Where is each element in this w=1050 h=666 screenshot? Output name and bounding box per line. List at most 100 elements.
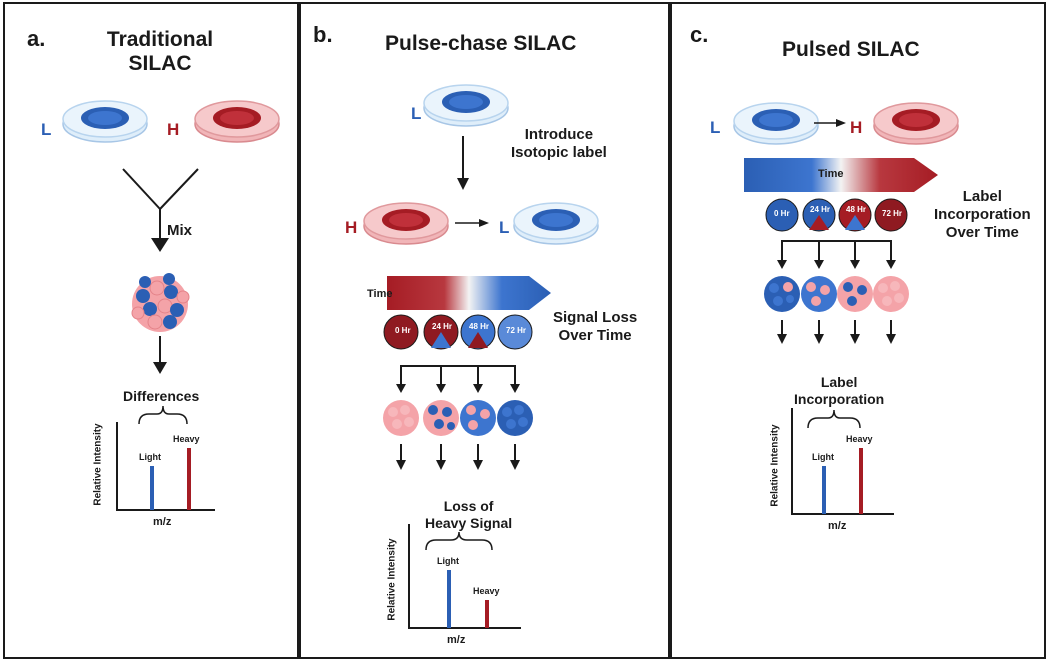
- light-label: L: [41, 120, 52, 139]
- incorp-line-1: Label: [820, 374, 858, 390]
- introduce-label: Introduce Isotopic label: [511, 126, 607, 162]
- light-dish-top: [423, 84, 509, 127]
- result-arrows: [777, 320, 896, 344]
- title-line-2: SILAC: [128, 52, 192, 75]
- panel-a-graphics: [62, 100, 280, 511]
- introduce-arrow-head: [457, 178, 469, 190]
- x-axis-label: m/z: [828, 520, 847, 532]
- heavy-label: H: [850, 118, 863, 137]
- tp-label-0: 0 Hr: [395, 326, 411, 335]
- loss-label: Loss of Heavy Signal: [425, 498, 512, 532]
- timepoint-24hr: [802, 198, 836, 232]
- signal-loss-label: Signal Loss Over Time: [553, 309, 637, 345]
- heavy-label: H: [345, 218, 358, 237]
- cluster-48hr: [837, 276, 873, 312]
- y-axis-label: Relative Intensity: [769, 424, 781, 507]
- tp-label-72: 72 Hr: [506, 326, 527, 335]
- tp-label-48: 48 Hr: [469, 322, 490, 331]
- lit-line-1: Label: [962, 188, 1002, 205]
- cluster-72hr: [497, 400, 533, 436]
- panel-traditional-silac: a. Traditional SILAC L H: [3, 2, 299, 659]
- cluster-24hr: [423, 400, 459, 436]
- heavy-peak-label: Heavy: [173, 434, 200, 444]
- lit-line-3: Over Time: [945, 224, 1019, 241]
- timepoint-48hr: [460, 314, 496, 350]
- incorp-line-2: Incorporation: [794, 391, 885, 407]
- panel-title: Pulsed SILAC: [782, 38, 920, 61]
- panel-letter: b.: [313, 22, 333, 47]
- chart-axes: [408, 524, 521, 629]
- heavy-peak-label: Heavy: [473, 586, 500, 596]
- panel-title: Pulse-chase SILAC: [385, 32, 577, 55]
- time-label: Time: [818, 168, 844, 180]
- signal-loss-line-2: Over Time: [558, 327, 632, 344]
- tp-label-24: 24 Hr: [432, 322, 453, 331]
- panel-pulsed-silac: c. Pulsed SILAC L H: [670, 2, 1046, 659]
- loss-line-2: Heavy Signal: [425, 515, 513, 531]
- x-axis-label: m/z: [153, 516, 172, 528]
- panel-c-graphics: [733, 102, 959, 515]
- x-axis-label: m/z: [447, 634, 466, 646]
- light-peak: [822, 466, 826, 514]
- heavy-dish: [194, 100, 280, 143]
- heavy-peak: [485, 600, 489, 628]
- cluster-24hr: [801, 276, 837, 312]
- panel-letter: c.: [690, 22, 709, 47]
- merge-line-left: [122, 168, 161, 210]
- title-line-1: Traditional: [106, 28, 214, 51]
- light-label-right: L: [499, 218, 510, 237]
- light-label: L: [710, 118, 721, 137]
- light-peak-label: Light: [437, 556, 459, 566]
- cluster-0hr: [764, 276, 800, 312]
- tp-label-48: 48 Hr: [846, 205, 867, 214]
- y-axis-label: Relative Intensity: [386, 538, 398, 621]
- light-peak: [447, 570, 451, 628]
- timepoint-0hr: [383, 314, 419, 350]
- merge-line-right: [159, 168, 199, 210]
- mixed-cell-cluster: [131, 273, 190, 332]
- differences-brace: [138, 405, 188, 425]
- light-peak-label: Light: [812, 452, 834, 462]
- light-label-top: L: [411, 104, 422, 123]
- heavy-peak: [187, 448, 191, 510]
- distribution-bracket: [781, 240, 892, 262]
- incorporation-brace: [807, 409, 861, 429]
- heavy-label: H: [167, 120, 180, 139]
- result-arrows: [396, 444, 520, 470]
- differences-label: Differences: [123, 388, 200, 404]
- heavy-dish: [363, 202, 449, 245]
- cluster-72hr: [873, 276, 909, 312]
- loss-line-1: Loss of: [443, 498, 494, 514]
- light-dish: [62, 100, 148, 143]
- time-gradient-arrow: [744, 158, 938, 192]
- y-axis-label: Relative Intensity: [92, 423, 104, 506]
- light-dish-right: [513, 202, 599, 245]
- time-label: Time: [367, 288, 393, 300]
- loss-brace: [425, 531, 493, 551]
- light-peak-label: Light: [139, 452, 161, 462]
- lit-line-2: Incorporation: [934, 206, 1031, 223]
- timepoint-0hr: [765, 198, 799, 232]
- panel-pulse-chase-silac: b. Pulse-chase SILAC L Introduce Isotopi…: [299, 2, 670, 659]
- tp-label-24: 24 Hr: [810, 205, 831, 214]
- tp-label-72: 72 Hr: [882, 209, 903, 218]
- timepoint-48hr: [838, 198, 872, 232]
- transfer-arrow-head: [479, 219, 489, 227]
- incorporation-label: Label Incorporation: [794, 374, 884, 408]
- introduce-line-1: Introduce: [524, 126, 594, 143]
- panel-letter: a.: [27, 26, 46, 51]
- timepoint-24hr: [423, 314, 459, 350]
- heavy-dish: [873, 102, 959, 145]
- panel-b-graphics: [363, 84, 599, 629]
- cluster-0hr: [383, 400, 419, 436]
- timepoint-72hr: [874, 198, 908, 232]
- light-dish: [733, 102, 819, 145]
- mix-label: Mix: [167, 222, 193, 239]
- mix-arrow-head: [151, 238, 169, 252]
- label-incorporation-time: Label Incorporation Over Time: [934, 188, 1031, 242]
- introduce-line-2: Isotopic label: [511, 144, 607, 161]
- signal-loss-line-1: Signal Loss: [553, 309, 638, 326]
- distribution-bracket: [400, 365, 516, 386]
- tp-label-0: 0 Hr: [774, 209, 790, 218]
- down-arrow-head: [153, 362, 167, 374]
